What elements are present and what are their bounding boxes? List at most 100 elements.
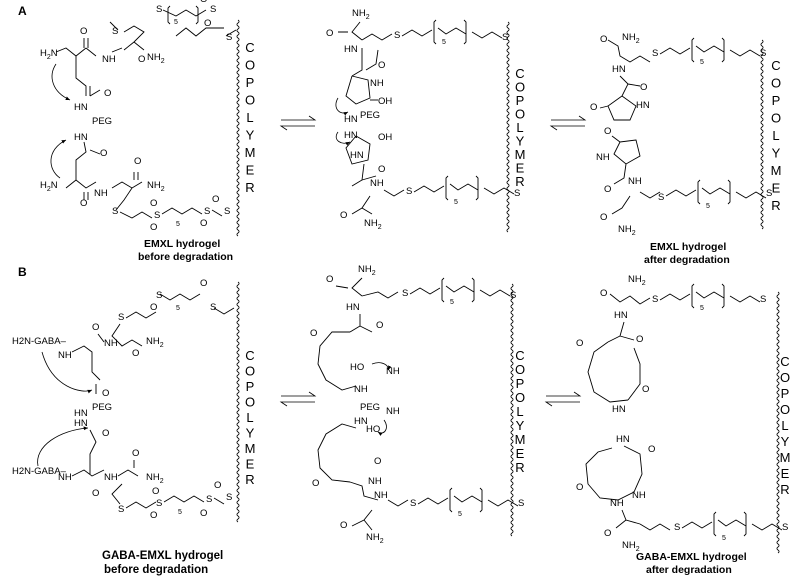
atom-s: S [156, 498, 162, 509]
atom-s: S [118, 312, 124, 323]
atom-o: O [642, 384, 649, 395]
atom-nh: HN [616, 434, 630, 445]
atom-s: S [154, 210, 160, 221]
copolymer-letter: O [780, 370, 790, 385]
structure-a-left: S S S O O 5 S O NH O NH2 H2N O HN PEG HN… [40, 0, 237, 233]
copolymer-letter: Y [246, 426, 255, 441]
atom-o: O [102, 428, 109, 439]
atom-o: O [640, 82, 647, 93]
copolymer-letter: O [515, 80, 525, 95]
atom-o: O [326, 274, 333, 285]
atom-s: S [652, 48, 658, 59]
atom-o: O [636, 334, 643, 345]
copolymer-letter: O [771, 111, 781, 126]
caption-b-left-line2: before degradation [104, 564, 208, 576]
caption-a-right-line1: EMXL hydrogel [650, 241, 726, 253]
copolymer-letter: Y [516, 134, 525, 149]
atom-nh: NH [596, 152, 610, 163]
atom-nh: NH [632, 490, 646, 501]
copolymer-letter: M [771, 163, 782, 178]
atom-o: O [80, 26, 87, 37]
atom-s: S [394, 30, 400, 41]
atom-s: S [518, 498, 524, 509]
copolymer-letter: R [771, 198, 780, 213]
atom-nh: NH [58, 350, 72, 361]
atom-nh2: NH2 [146, 336, 164, 349]
atom-o: O [374, 456, 381, 467]
atom-s: S [206, 494, 212, 505]
atom-s: S [156, 290, 162, 301]
copolymer-letter: R [515, 460, 524, 475]
atom-o: O [150, 198, 157, 209]
copolymer-letter: P [246, 75, 255, 90]
structure-b-left: O S S O 5 S O NH O NH2 H2N-GABA– NH O HN… [12, 278, 235, 521]
atom-o: O [340, 210, 347, 221]
atom-ho: HO [350, 362, 364, 373]
atom-nh: HN [344, 130, 358, 141]
copolymer-letter: O [245, 58, 255, 73]
atom-nh: NH [628, 176, 642, 187]
copolymer-letter: O [515, 390, 525, 405]
equilibrium-arrows [279, 115, 587, 407]
atom-ho: HO [366, 424, 380, 435]
atom-o: O [378, 164, 385, 175]
atom-nh: NH [374, 490, 388, 501]
subscript-5: 5 [722, 535, 726, 542]
copolymer-letter: L [246, 110, 253, 125]
atom-o: O [100, 148, 107, 159]
atom-nh: HN [614, 310, 628, 321]
atom-nh2: NH2 [146, 472, 164, 485]
atom-nh: NH [610, 498, 624, 509]
copolymer-labels: COPOLYMERCOPOLYMERCOPOLYMERCOPOLYMERCOPO… [245, 40, 791, 497]
atom-o: O [200, 218, 207, 229]
atom-nh: HN [350, 150, 364, 161]
copolymer-letter: O [245, 364, 255, 379]
atom-o: O [604, 184, 611, 195]
atom-nh2: NH2 [366, 532, 384, 545]
atom-nh: NH [386, 366, 400, 377]
structure-b-middle: NH2 O S 5 S HN O O NH HO NH PEG HN NH HO… [310, 264, 524, 545]
copolymer-letter: Y [772, 146, 781, 161]
atom-o: O [376, 320, 383, 331]
copolymer-letter: L [772, 128, 779, 143]
copolymer-letter: C [780, 354, 789, 369]
atom-h2n: H2N [40, 48, 58, 61]
caption-b-right-line1: GABA-EMXL hydrogel [636, 551, 747, 563]
copolymer-letter: Y [516, 418, 525, 433]
subscript-5: 5 [450, 299, 454, 306]
copolymer-letter: Y [781, 434, 790, 449]
atom-o: O [200, 278, 207, 289]
atom-s: S [210, 4, 216, 15]
atom-s: S [406, 186, 412, 197]
copolymer-letter: C [245, 348, 254, 363]
copolymer-letter: P [246, 379, 255, 394]
atom-s: S [674, 522, 680, 533]
atom-o: O [600, 288, 607, 299]
atom-peg: PEG [92, 402, 112, 413]
subscript-5: 5 [706, 203, 710, 210]
captions: EMXL hydrogel before degradation EMXL hy… [102, 238, 747, 576]
atom-nh: HN [346, 302, 360, 313]
atom-nh: HN [612, 404, 626, 415]
atom-o: O [200, 0, 207, 5]
copolymer-letter: O [245, 93, 255, 108]
atom-o: O [92, 322, 99, 333]
copolymer-letter: Y [246, 128, 255, 143]
atom-s: S [782, 522, 788, 533]
atom-o: O [104, 88, 111, 99]
atom-s: S [226, 492, 232, 503]
subscript-5: 5 [178, 509, 182, 516]
atom-s: S [766, 188, 772, 199]
atom-gaba-amine: H2N-GABA– [12, 336, 67, 347]
atom-o: O [132, 348, 139, 359]
atom-o: O [92, 488, 99, 499]
copolymer-letter: E [516, 446, 525, 461]
atom-s: S [226, 32, 232, 43]
atom-nh2: NH2 [622, 540, 640, 553]
atom-nh: NH [104, 472, 118, 483]
atom-s: S [210, 302, 216, 313]
atom-nh: NH [386, 406, 400, 417]
copolymer-letter: R [245, 180, 254, 195]
atom-s: S [502, 32, 508, 43]
atom-nh: HN [74, 132, 88, 143]
